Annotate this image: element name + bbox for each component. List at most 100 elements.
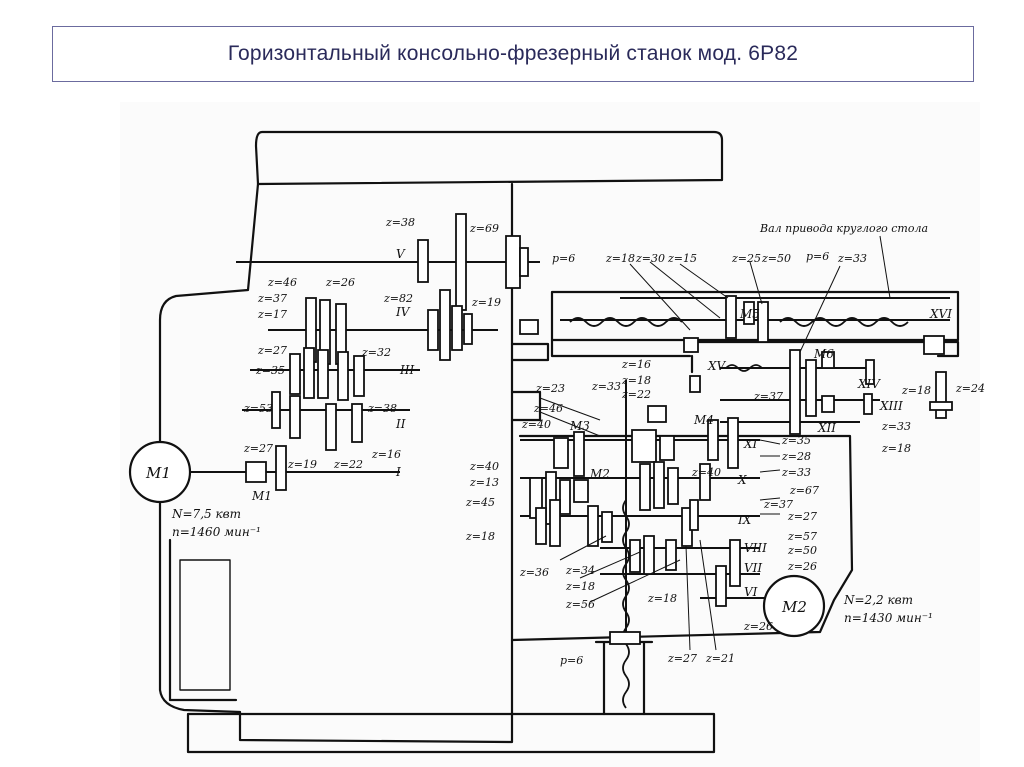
- gear-label: z=18: [881, 442, 911, 455]
- screw-pitch-cross: p=6: [806, 250, 829, 263]
- gear-label: z=28: [781, 450, 811, 463]
- gear: [643, 535, 655, 575]
- shaft-label: III: [399, 363, 414, 377]
- coupling-m5-box: [743, 301, 755, 325]
- shaft-label: VIII: [744, 541, 767, 555]
- gear-label: z=27: [243, 442, 273, 455]
- gear: [289, 353, 301, 395]
- gear: [303, 347, 315, 399]
- leader-lines: [539, 235, 891, 651]
- motor-m2-label: M2: [781, 598, 807, 616]
- gear-label: z=18: [565, 580, 595, 593]
- spindle-nose: [505, 235, 521, 289]
- gear-label: z=19: [471, 296, 501, 309]
- gear: [463, 313, 473, 345]
- gear-block: [631, 429, 657, 463]
- table: [550, 290, 960, 342]
- gear: [689, 499, 699, 531]
- shaft-label: VI: [744, 585, 758, 599]
- gear-label: z=26: [325, 276, 355, 289]
- machine-body: [158, 130, 960, 754]
- shaft-label: IX: [737, 513, 752, 527]
- shaft-label: II: [395, 417, 406, 431]
- shaft-label: X: [737, 473, 747, 487]
- gear: [337, 351, 349, 401]
- gear: [549, 499, 561, 547]
- overarm: [254, 130, 724, 186]
- worm-box: [647, 405, 667, 423]
- table-lead-screw: [569, 317, 909, 327]
- motor-m2: [762, 574, 826, 638]
- gear: [689, 375, 701, 393]
- coupling-label: M3: [569, 419, 590, 433]
- table-nut: [519, 319, 539, 335]
- gear-wheels: [245, 213, 953, 645]
- screw-pitch-table: p=6: [552, 252, 575, 265]
- coupling-label: M6: [813, 347, 834, 361]
- shaft-label: I: [395, 465, 401, 479]
- worm-gear: [683, 337, 699, 353]
- gear-label: z=21: [705, 652, 735, 665]
- gear-label: z=27: [667, 652, 697, 665]
- motor-m1: [128, 440, 192, 504]
- shaft-label: XVI: [929, 307, 952, 321]
- gear-label: z=16: [371, 448, 401, 461]
- gear: [427, 309, 439, 351]
- coupling-m3-box: [553, 437, 569, 469]
- shaft-label: XV: [707, 359, 727, 373]
- gear: [727, 417, 739, 469]
- motor-m2-power: N=2,2 квт: [843, 593, 913, 607]
- motor-m1-power: N=7,5 квт: [171, 507, 241, 521]
- gear-label: z=15: [667, 252, 697, 265]
- gear-label: z=57: [787, 530, 817, 543]
- saddle-top: [688, 340, 960, 358]
- gear: [639, 463, 651, 511]
- coupling-label: M1: [251, 489, 272, 503]
- coupling-label: M4: [693, 413, 714, 427]
- knee-guide: [510, 390, 542, 422]
- gear-labels: z=38 z=69 z=46 z=26 z=37 z=17 z=82 z=19 …: [243, 216, 985, 665]
- gear-label: z=26: [787, 560, 817, 573]
- gear: [289, 395, 301, 439]
- gear-label: z=46: [533, 402, 563, 415]
- knee-top: [510, 342, 550, 362]
- screw-pitch-vertical: p=6: [560, 654, 583, 667]
- gear-label: z=37: [257, 292, 287, 305]
- gear: [707, 419, 719, 461]
- gear: [665, 539, 677, 571]
- gear: [601, 511, 613, 543]
- gear-label: z=37: [763, 498, 793, 511]
- coupling-m2-box: [573, 479, 589, 503]
- gear: [573, 431, 585, 477]
- motors: [128, 440, 826, 638]
- gear-label: z=33: [837, 252, 867, 265]
- gear-label: z=18: [465, 530, 495, 543]
- gear-label: z=40: [521, 418, 551, 431]
- gear-label: z=30: [635, 252, 665, 265]
- gear-label: z=34: [565, 564, 595, 577]
- gear: [587, 505, 599, 547]
- gear-label: z=32: [361, 346, 391, 359]
- gear: [439, 289, 451, 361]
- gear-label: z=22: [621, 388, 651, 401]
- gear: [863, 393, 873, 415]
- gear: [729, 539, 741, 587]
- gear-label: z=25: [731, 252, 761, 265]
- gear: [653, 461, 665, 509]
- coupling-label: M2: [589, 467, 610, 481]
- shaft-label: V: [396, 247, 406, 261]
- coupling-label: M5: [739, 307, 760, 321]
- coupling-m4-box: [659, 435, 675, 461]
- vertical-gear: [935, 371, 947, 419]
- gear-label: z=35: [781, 434, 811, 447]
- gear-label: z=27: [787, 510, 817, 523]
- shaft-label: XII: [817, 421, 836, 435]
- gear: [757, 301, 769, 343]
- cross-screw: [725, 364, 763, 372]
- gear: [325, 403, 337, 451]
- gear-label: z=33: [881, 420, 911, 433]
- column-window: [179, 559, 231, 691]
- shaft-label: XIII: [879, 399, 903, 413]
- gear: [725, 295, 737, 339]
- gear: [699, 463, 711, 501]
